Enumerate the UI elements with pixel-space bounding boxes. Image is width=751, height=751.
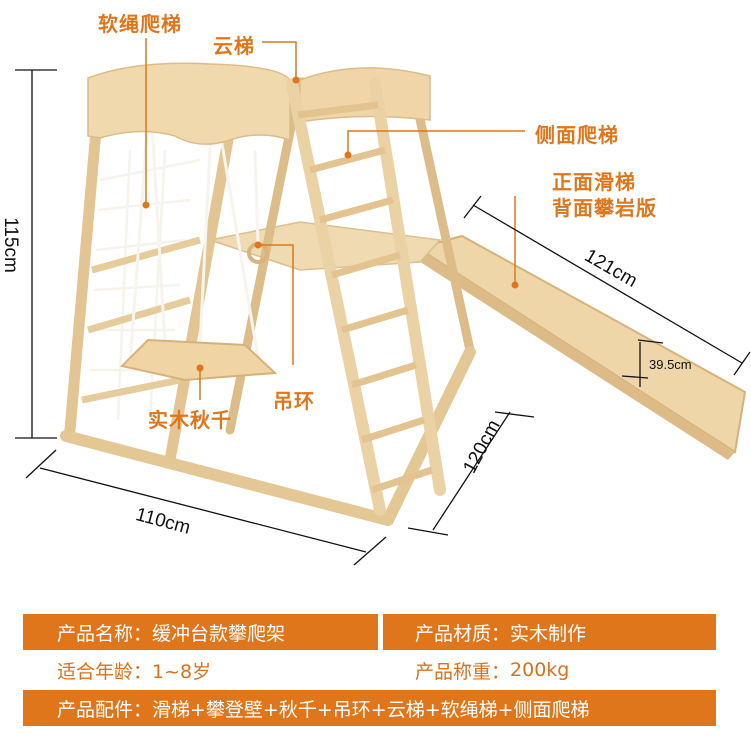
- front-arch-board-icon: [87, 62, 291, 145]
- climbing-frame-drawing: [15, 38, 751, 566]
- callout-dots: [142, 76, 519, 372]
- spec-material-value: 实木制作: [510, 622, 587, 645]
- dimension-height: 115cm: [0, 217, 21, 273]
- callout-monkey-bars: 云梯: [213, 34, 255, 58]
- callout-swing: 实木秋千: [148, 408, 232, 432]
- spec-name-label: 产品名称：: [57, 622, 153, 645]
- callout-slide-back: 背面攀岩版: [552, 196, 657, 220]
- spec-accessories: 产品配件： 滑梯+攀登壁+秋千+吊环+云梯+软绳梯+侧面爬梯: [23, 690, 716, 726]
- spec-product-name: 产品名称： 缓冲台款攀爬架: [23, 614, 378, 650]
- dimension-lines: [15, 69, 751, 566]
- spec-material: 产品材质： 实木制作: [383, 614, 716, 650]
- base-rails-icon: [60, 346, 476, 526]
- spec-name-value: 缓冲台款攀爬架: [152, 622, 286, 645]
- front-frame-icon: [64, 124, 234, 466]
- spec-weight-value: 200kg: [510, 659, 570, 681]
- spec-age-value: 1~8岁: [152, 660, 212, 683]
- callout-slide-front: 正面滑梯: [552, 170, 636, 194]
- slide-icon: [414, 234, 747, 460]
- product-illustration: 软绳爬梯 云梯 侧面爬梯 正面滑梯 背面攀岩版 吊环 实木秋千 115cm 11…: [0, 12, 751, 566]
- dimension-slide-width: 39.5cm: [649, 357, 692, 372]
- swing-seat-icon: [120, 338, 278, 382]
- spec-age-label: 适合年龄：: [57, 660, 153, 683]
- spec-accessories-label: 产品配件：: [57, 698, 153, 721]
- spec-accessories-value: 滑梯+攀登壁+秋千+吊环+云梯+软绳梯+侧面爬梯: [152, 698, 590, 721]
- callout-leaders: [145, 38, 525, 400]
- spec-weight: 产品称重： 200kg: [415, 654, 569, 686]
- callout-side-ladder: 侧面爬梯: [535, 123, 619, 147]
- spec-age: 适合年龄： 1~8岁: [57, 654, 211, 686]
- frame-rungs-icon: [81, 236, 201, 404]
- ladder-icon: [286, 78, 446, 516]
- callout-rope-ladder: 软绳爬梯: [98, 12, 182, 36]
- spec-material-label: 产品材质：: [415, 622, 511, 645]
- callout-ring: 吊环: [273, 389, 315, 413]
- spec-weight-label: 产品称重：: [415, 660, 511, 683]
